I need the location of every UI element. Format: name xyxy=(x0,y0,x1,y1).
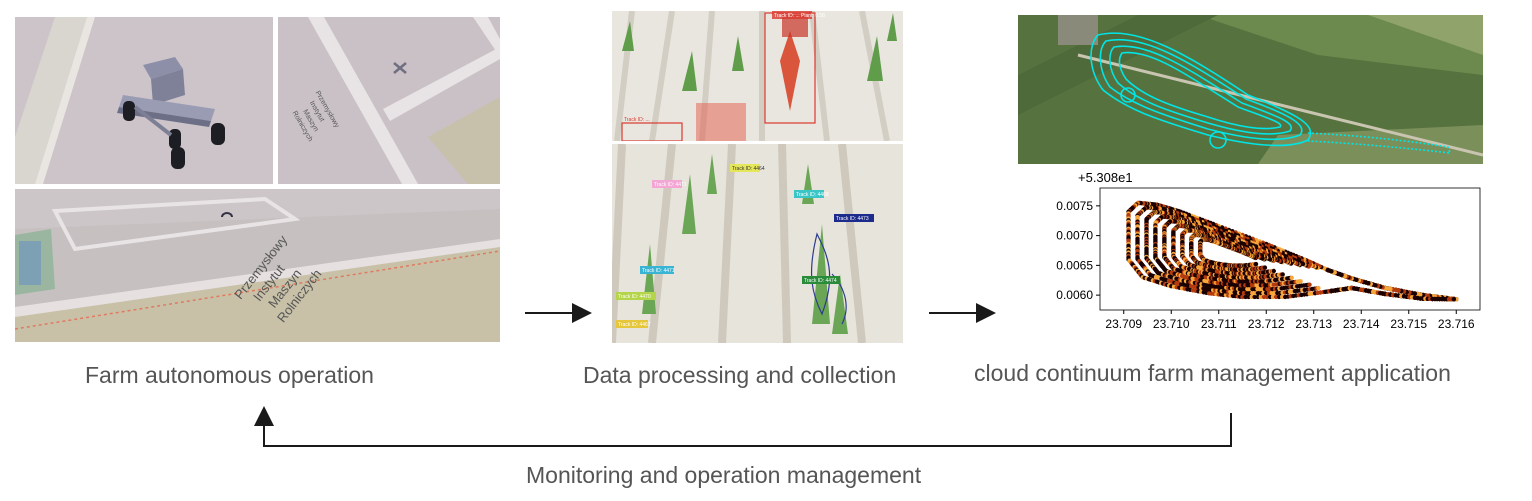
stage-label-cloud: cloud continuum farm management applicat… xyxy=(974,360,1451,387)
detection-label: Track ID: 4473 xyxy=(836,216,869,222)
x-tick-label: 23.716 xyxy=(1438,317,1475,331)
detection-frame-top: Track ID: ... Plant: 0.58 Track ID: ... xyxy=(612,11,903,141)
x-tick-label: 23.713 xyxy=(1295,317,1332,331)
detection-label: Track ID: ... Plant: 0.58 xyxy=(774,13,825,19)
trajectory-point xyxy=(1281,272,1285,276)
robot-simulation-svg xyxy=(15,17,273,184)
y-tick-label: 0.0075 xyxy=(1056,199,1093,213)
detection-label: Track ID: 4474 xyxy=(804,278,837,284)
trajectory-point xyxy=(1316,286,1320,290)
trajectory-point xyxy=(1272,269,1276,273)
detection-label: Track ID: 4471 xyxy=(642,268,675,274)
map-view-zoomed-svg: Przemysłowy Instytut Maszyn Rolniczych xyxy=(278,17,500,184)
detection-label: Track ID: 4464 xyxy=(732,166,765,172)
detection-frame-top-svg: Track ID: ... Plant: 0.58 Track ID: ... xyxy=(612,11,903,141)
detection-frame-bottom-svg: Track ID: 4471 Track ID: 4464 Track ID: … xyxy=(612,144,903,343)
offset-label: +5.308e1 xyxy=(1078,170,1133,185)
trajectory-point xyxy=(1298,279,1302,283)
x-tick-label: 23.709 xyxy=(1105,317,1142,331)
robot-simulation-view xyxy=(15,17,273,184)
detection-label: Track ID: 4467 xyxy=(618,322,651,328)
stage-label-autonomous: Farm autonomous operation xyxy=(85,362,374,389)
trajectory-point xyxy=(1452,297,1456,301)
y-tick-label: 0.0070 xyxy=(1056,229,1093,243)
y-tick-label: 0.0060 xyxy=(1056,288,1093,302)
map-view-perspective-svg: Przemysłowy Instytut Maszyn Rolniczych xyxy=(15,189,500,342)
detection-frame-bottom: Track ID: 4471 Track ID: 4464 Track ID: … xyxy=(612,144,903,343)
feedback-label: Monitoring and operation management xyxy=(526,462,921,489)
trajectory-point xyxy=(1307,283,1311,287)
x-tick-label: 23.715 xyxy=(1390,317,1427,331)
detection-label: Track ID: ... xyxy=(624,117,650,123)
satellite-track-map xyxy=(1018,15,1483,164)
trajectory-point xyxy=(1290,276,1294,280)
satellite-track-map-svg xyxy=(1018,15,1483,164)
y-tick-label: 0.0065 xyxy=(1056,258,1093,272)
x-tick-label: 23.711 xyxy=(1201,317,1237,331)
axis-ticks: 23.709 23.710 23.711 23.712 23.713 23.714 23.7… xyxy=(1056,199,1475,331)
trajectory-point xyxy=(1263,265,1267,269)
map-view-perspective: Przemysłowy Instytut Maszyn Rolniczych xyxy=(15,189,500,342)
x-tick-label: 23.714 xyxy=(1343,317,1380,331)
trajectory-point xyxy=(1254,262,1258,266)
trajectory-point xyxy=(1326,268,1330,272)
trajectory-marks xyxy=(1126,201,1458,302)
detection-label: Track ID: 4470 xyxy=(618,294,651,300)
trajectory-scatter-svg: 23.709 23.710 23.711 23.712 23.713 23.714 23.7… xyxy=(1018,168,1498,353)
trajectory-scatter-plot: 23.709 23.710 23.711 23.712 23.713 23.714 23.7… xyxy=(1018,168,1498,353)
stage-label-processing: Data processing and collection xyxy=(583,362,896,389)
x-tick-label: 23.712 xyxy=(1248,317,1285,331)
detection-label: Track ID: 4471 xyxy=(654,182,687,188)
map-view-zoomed: Przemysłowy Instytut Maszyn Rolniczych xyxy=(278,17,500,184)
detection-label: Track ID: 4468 xyxy=(796,192,829,198)
x-tick-label: 23.710 xyxy=(1153,317,1190,331)
feedback-arrow xyxy=(264,410,1231,446)
